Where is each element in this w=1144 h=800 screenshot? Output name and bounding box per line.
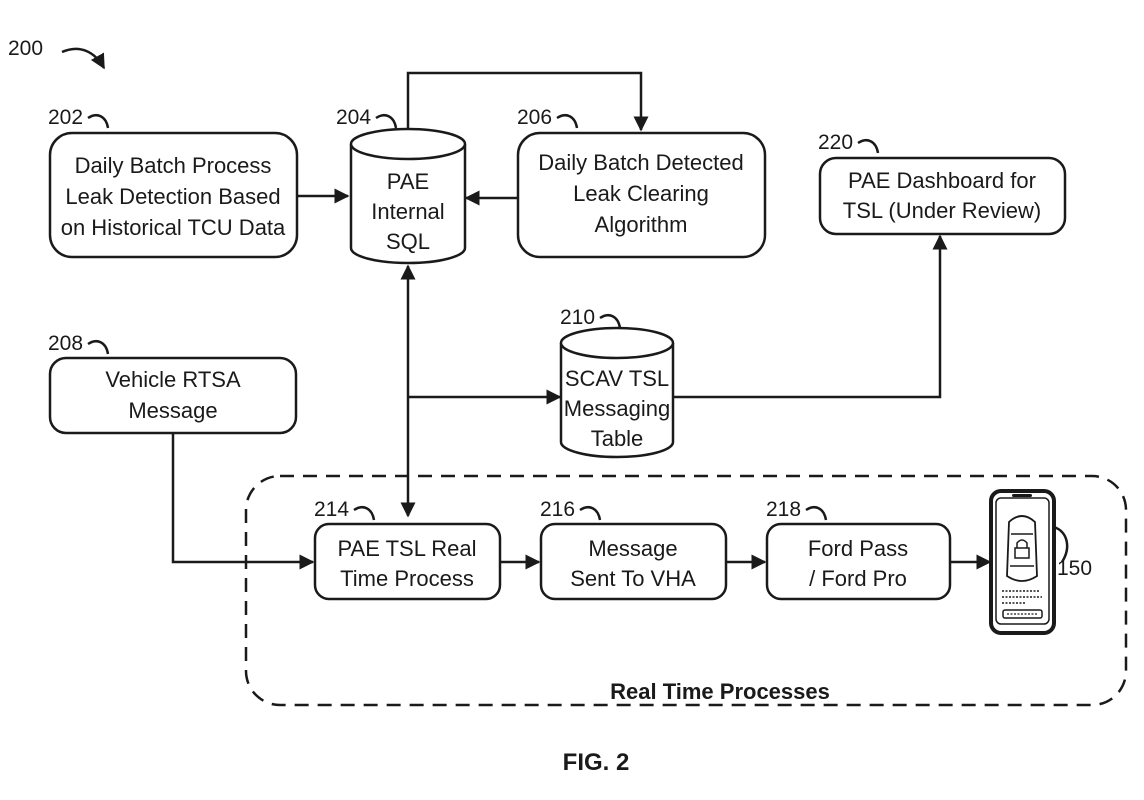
node-ref-220: 220 [818,131,853,154]
node-204-line-1: PAE [387,169,429,194]
ref-leader-204 [375,114,398,129]
node-210-line-1: SCAV TSL [565,366,669,391]
figure-ref-label: 200 [8,37,43,60]
node-pae-dashboard: 220 PAE Dashboard for TSL (Under Review) [818,131,1067,236]
box-206 [516,131,767,259]
node-ref-216: 216 [540,498,575,521]
ref-leader-214 [353,506,376,521]
node-206-line-1: Daily Batch Detected [538,150,743,175]
arrow-204-to-206 [406,71,649,132]
node-pae-internal-sql: 204 PAE Internal SQL [336,106,467,265]
ref-leader-208 [87,340,110,355]
ref-leader-206 [556,114,579,129]
arrow-210-to-220 [673,234,948,399]
box-214 [313,522,502,601]
node-220-line-1: PAE Dashboard for [848,168,1036,193]
node-204-line-3: SQL [386,229,430,254]
node-208-line-1: Vehicle RTSA [105,367,241,392]
node-ref-206: 206 [517,106,552,129]
node-ref-150: 150 [1057,557,1092,580]
cylinder-204-top [349,127,467,161]
ref-leader-218 [805,506,828,521]
node-vehicle-rtsa-message: 208 Vehicle RTSA Message [48,332,298,435]
node-218-line-2: / Ford Pro [809,566,907,591]
node-206-line-2: Leak Clearing [573,181,709,206]
node-ford-pass: 218 Ford Pass / Ford Pro [765,498,952,601]
node-210-line-3: Table [591,426,644,451]
node-ref-208: 208 [48,332,83,355]
node-leak-clearing-algorithm: 206 Daily Batch Detected Leak Clearing A… [516,106,767,259]
box-216 [539,522,728,601]
node-smartphone-150: 150 [989,489,1092,635]
node-202-line-1: Daily Batch Process [75,153,272,178]
cylinder-210-body [559,343,675,459]
figure-ref-arrow [61,47,106,70]
node-ref-214: 214 [314,498,349,521]
node-216-line-2: Sent To VHA [570,566,696,591]
ref-leader-210 [599,314,622,329]
node-scav-tsl-messaging-table: 210 SCAV TSL Messaging Table [559,306,675,459]
node-message-sent-to-vha: 216 Message Sent To VHA [539,498,728,601]
box-202 [48,131,299,259]
cylinder-204-body [349,144,467,265]
node-218-line-1: Ford Pass [808,536,908,561]
node-216-line-1: Message [588,536,677,561]
node-206-line-3: Algorithm [595,212,688,237]
node-208-line-2: Message [128,398,217,423]
node-220-line-2: TSL (Under Review) [843,198,1041,223]
ref-leader-220 [857,139,880,154]
node-202-line-3: on Historical TCU Data [61,215,286,240]
cylinder-210-top [559,326,675,360]
node-ref-218: 218 [766,498,801,521]
figure-caption: FIG. 2 [563,749,630,776]
node-204-line-2: Internal [371,199,444,224]
node-ref-210: 210 [560,306,595,329]
node-202-line-2: Leak Detection Based [65,184,280,209]
ref-leader-150 [1053,525,1069,563]
ref-leader-202 [87,114,110,129]
node-ref-202: 202 [48,106,83,129]
node-210-line-2: Messaging [564,396,670,421]
node-214-line-2: Time Process [340,566,474,591]
ref-leader-216 [579,506,602,521]
node-pae-tsl-real-time-process: 214 PAE TSL Real Time Process [313,498,502,601]
node-daily-batch-process: 202 Daily Batch Process Leak Detection B… [48,106,299,259]
node-214-line-1: PAE TSL Real [338,536,477,561]
node-ref-204: 204 [336,106,371,129]
real-time-processes-group [244,474,1128,707]
group-title: Real Time Processes [610,679,830,704]
box-220 [818,156,1067,236]
arrow-208-to-214 [171,434,315,570]
phone-icon [989,489,1056,635]
box-218 [765,522,952,601]
box-208 [48,356,298,435]
